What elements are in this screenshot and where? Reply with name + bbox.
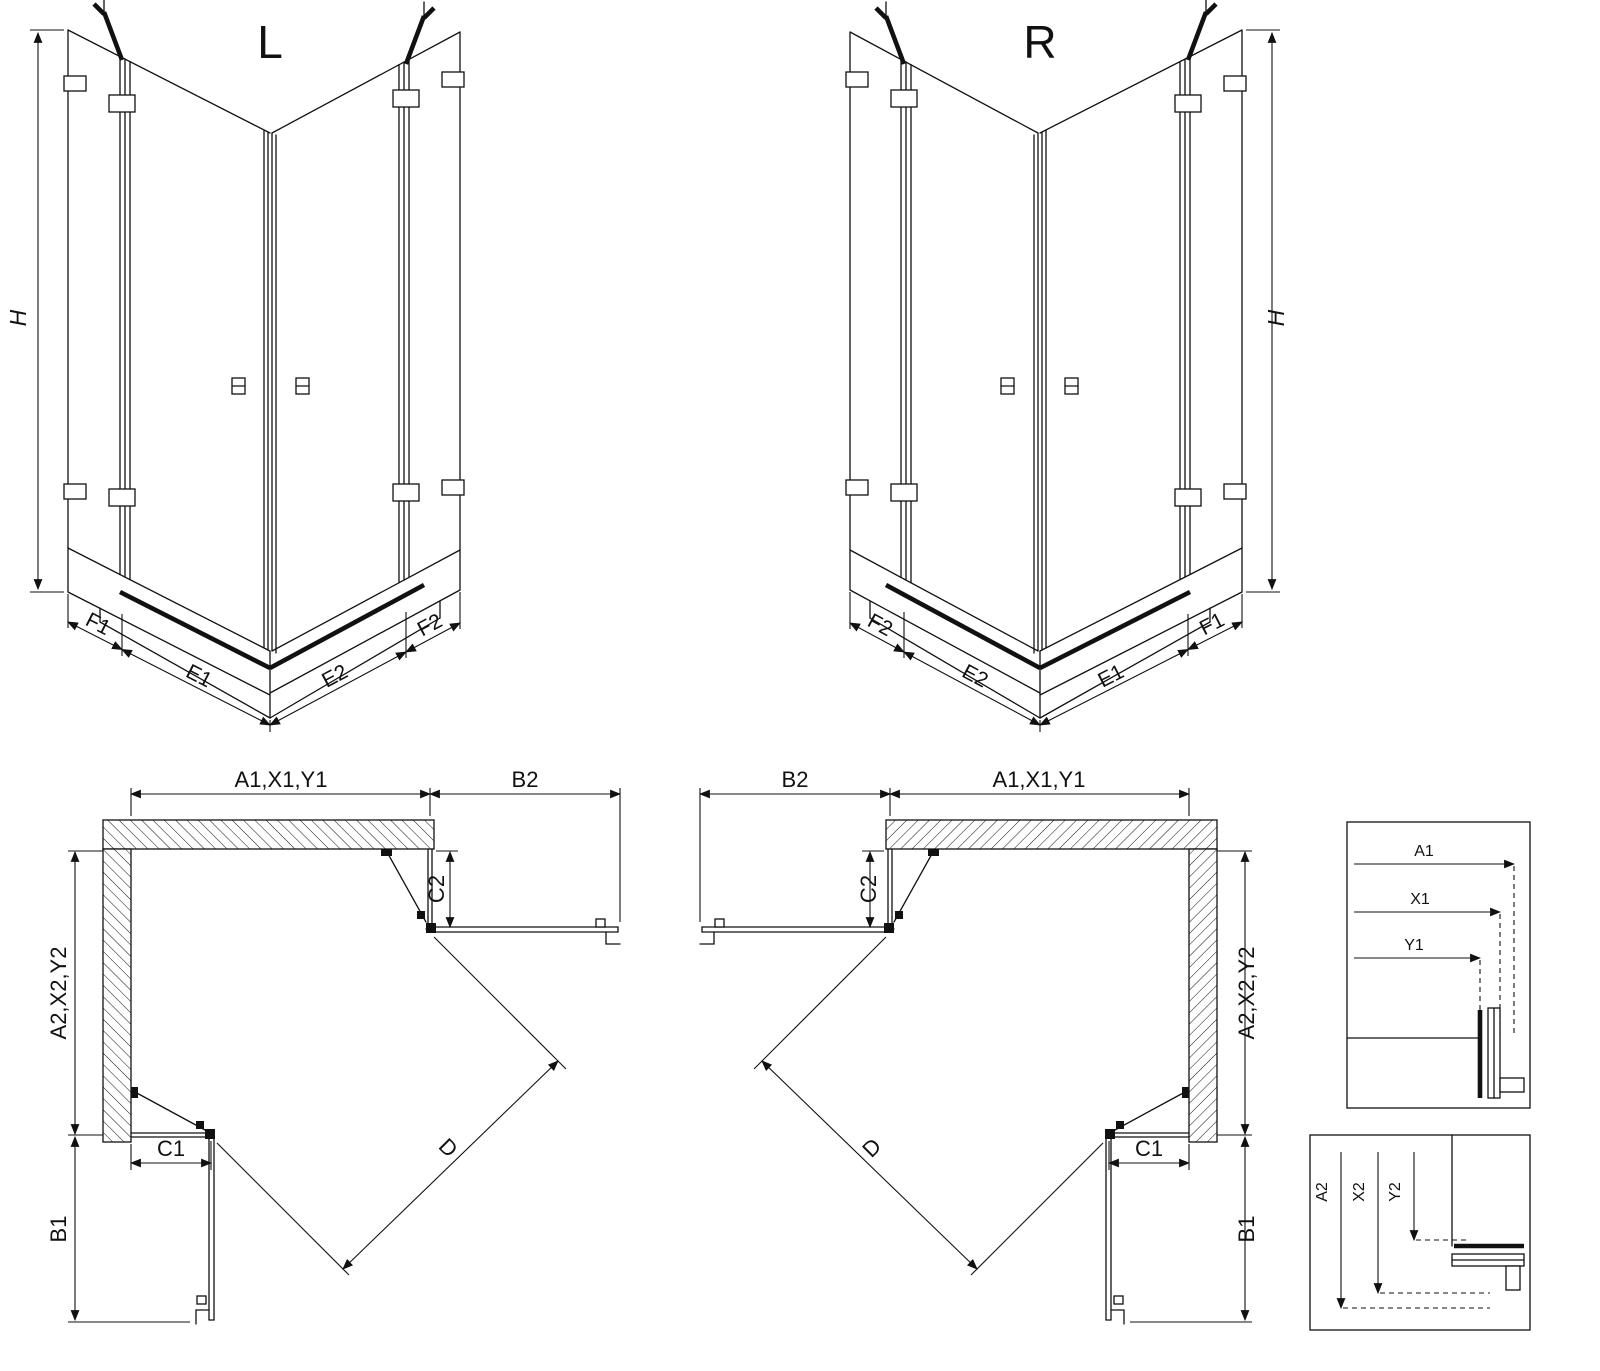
dim-label-c1: C1 — [1135, 1136, 1163, 1161]
dim-label-c2: C2 — [856, 875, 881, 903]
dim-label-c2: C2 — [424, 875, 449, 903]
dim-label-b2: B2 — [782, 767, 809, 792]
detail-label-x1: X1 — [1410, 891, 1430, 908]
detail-label-x2: X2 — [1351, 1182, 1368, 1202]
dim-label-f2: F2 — [414, 609, 446, 641]
dim-label-a2x2y2: A2,X2,Y2 — [1234, 947, 1259, 1040]
dim-label-a2x2y2: A2,X2,Y2 — [46, 947, 71, 1040]
detail-box-border — [1346, 821, 1531, 1109]
detail-label-y2: Y2 — [1387, 1182, 1404, 1202]
plan-view-left: A1,X1,Y1 B2 C2 A2,X2,Y2 C1 B1 D — [46, 767, 620, 1324]
plan-right-geometry — [700, 788, 1252, 1324]
detail-label-a2: A2 — [1314, 1182, 1331, 1202]
dim-label-a1x1y1: A1,X1,Y1 — [235, 767, 328, 792]
dim-label-e2: E2 — [318, 660, 351, 692]
dim-label-c1: C1 — [157, 1136, 185, 1161]
detail-label-a1: A1 — [1414, 843, 1434, 860]
detail-profile-foot — [1505, 1265, 1521, 1291]
dim-label-b2: B2 — [512, 767, 539, 792]
dim-label-a1x1y1: A1,X1,Y1 — [993, 767, 1086, 792]
dim-label-b1: B1 — [46, 1216, 71, 1243]
iso-view-right: R H F2 E2 E1 F1 — [846, 0, 1289, 732]
dim-label-b1: B1 — [1234, 1216, 1259, 1243]
variant-label-right: R — [1023, 16, 1056, 68]
detail-box-vertical-dims: A2 X2 Y2 — [1309, 1134, 1531, 1331]
iso-view-left: L H F1 E1 E2 F2 — [5, 0, 464, 732]
variant-label-left: L — [257, 16, 283, 68]
plan-view-right: B2 A1,X1,Y1 C2 A2,X2,Y2 C1 B1 D — [700, 767, 1259, 1324]
dim-label-e2: E2 — [958, 660, 991, 692]
dim-label-h: H — [1263, 309, 1289, 326]
plan-left-geometry — [68, 788, 620, 1324]
detail-box-horizontal-dims: A1 X1 Y1 — [1346, 821, 1531, 1109]
detail-label-y1: Y1 — [1404, 937, 1424, 954]
dim-label-h: H — [5, 309, 31, 326]
dim-label-f2: F2 — [864, 609, 896, 641]
detail-profile-foot — [1499, 1077, 1525, 1093]
detail-box-border — [1309, 1134, 1531, 1331]
